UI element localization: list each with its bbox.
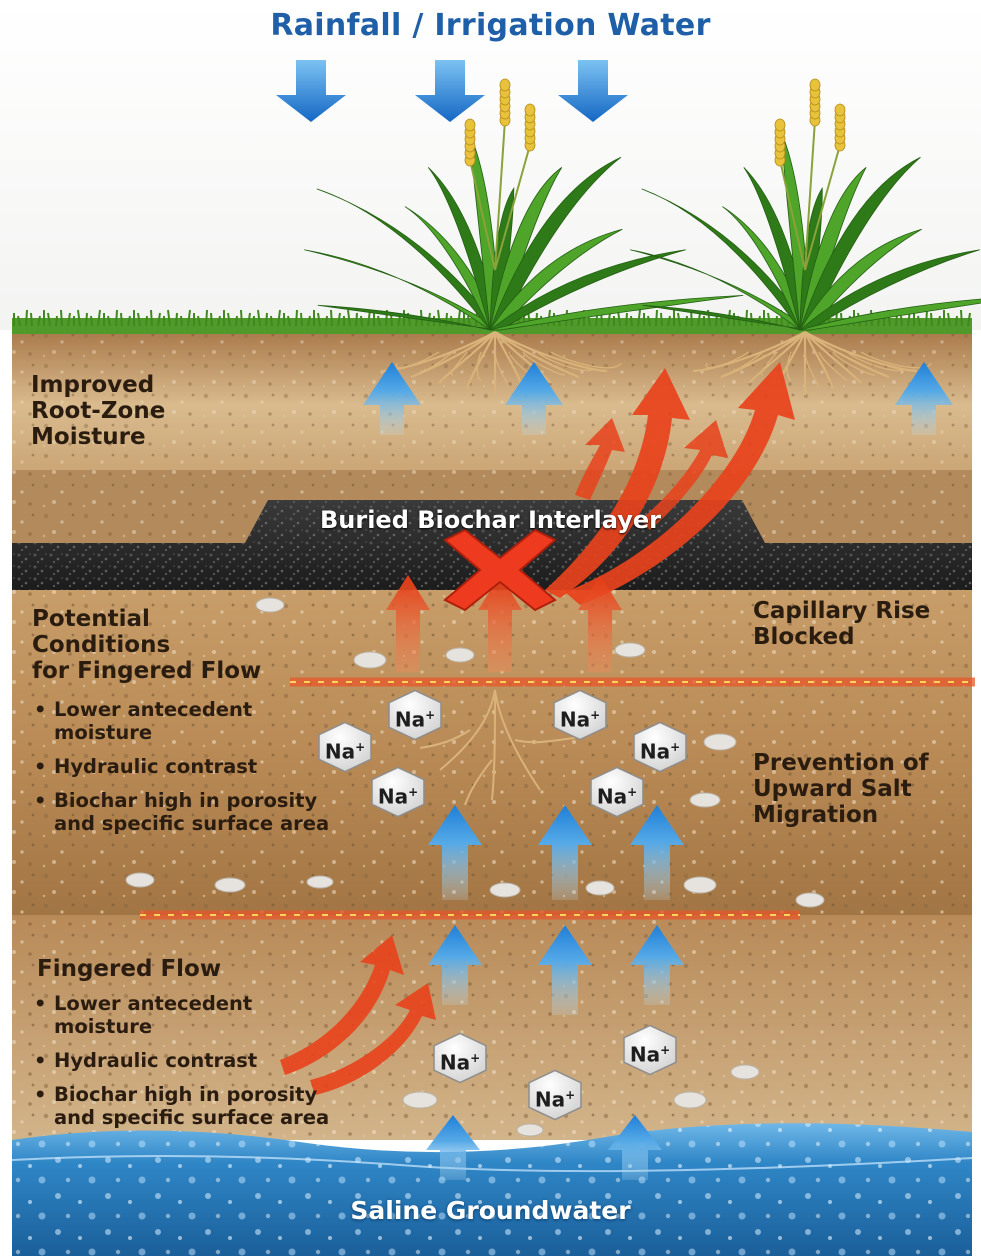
page-title: Rainfall / Irrigation Water <box>0 8 981 43</box>
groundwater-label: Saline Groundwater <box>0 1196 981 1225</box>
list-item: Hydraulic contrast <box>32 1049 329 1072</box>
biochar-layer-label: Buried Biochar Interlayer <box>0 506 981 534</box>
potential-conditions-list: Lower antecedentmoisture Hydraulic contr… <box>32 698 329 846</box>
sodium-ion-label: Na+ <box>367 766 429 818</box>
salt-migration-label: Prevention of Upward Salt Migration <box>753 750 929 828</box>
list-item: Biochar high in porosityand specific sur… <box>32 1083 329 1129</box>
list-item: Lower antecedentmoisture <box>32 698 329 744</box>
sodium-ion-label: Na+ <box>586 766 648 818</box>
sodium-ion-label: Na+ <box>549 689 611 741</box>
list-item: Hydraulic contrast <box>32 755 329 778</box>
capillary-blocked-label: Capillary Rise Blocked <box>753 598 930 650</box>
root-zone-label: Improved Root-Zone Moisture <box>31 372 165 450</box>
fingered-flow-list: Lower antecedentmoisture Hydraulic contr… <box>32 992 329 1140</box>
sodium-ion-label: Na+ <box>524 1069 586 1121</box>
sodium-ion-label: Na+ <box>384 689 446 741</box>
list-item: Lower antecedentmoisture <box>32 992 329 1038</box>
fingered-flow-heading: Fingered Flow <box>37 956 221 982</box>
sodium-ion-label: Na+ <box>619 1024 681 1076</box>
potential-conditions-heading: Potential Conditions for Fingered Flow <box>32 606 261 684</box>
list-item: Biochar high in porosityand specific sur… <box>32 789 329 835</box>
sodium-ion-label: Na+ <box>429 1032 491 1084</box>
